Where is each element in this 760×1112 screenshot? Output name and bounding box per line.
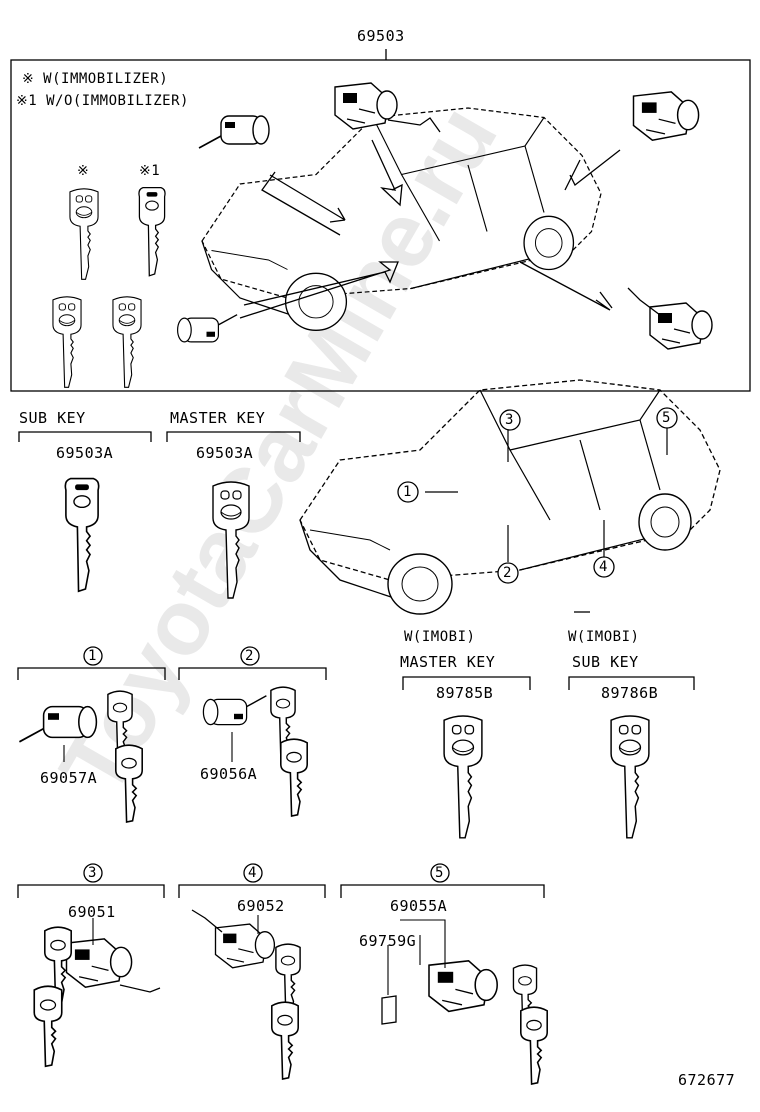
group-circle <box>430 863 450 883</box>
legend-wo-immobilizer: ※1 W/O(IMMOBILIZER) <box>16 93 189 109</box>
overview-frame <box>10 59 751 392</box>
glove-lock-drawing <box>176 314 238 343</box>
callout-circle <box>397 481 419 503</box>
sub-key-label: SUB KEY <box>19 409 86 427</box>
group-3-number: 3 <box>88 865 97 881</box>
key-drawing <box>520 1006 548 1085</box>
door-lock-drawing <box>65 938 133 988</box>
main-part-number: 69503 <box>357 27 405 45</box>
mark-wo: ※1 <box>139 163 161 179</box>
imobi-master-part: 89785B <box>436 684 494 702</box>
legend-w-immobilizer: ※ W(IMMOBILIZER) <box>22 71 169 87</box>
group-1-number: 1 <box>88 648 97 664</box>
callout-circle <box>593 556 615 578</box>
imobi-master-key-drawing <box>443 715 483 839</box>
group-circle <box>240 646 260 666</box>
key-drawing <box>33 985 63 1068</box>
callout-circle <box>656 407 678 429</box>
group-1-part: 69057A <box>40 769 98 787</box>
group-5-number: 5 <box>435 865 444 881</box>
imobi-master-note: W(IMOBI) <box>404 629 476 645</box>
callout-4: 4 <box>599 559 608 575</box>
group-circle <box>243 863 263 883</box>
ignition-cylinder-drawing <box>18 705 98 743</box>
callout-2: 2 <box>503 565 512 581</box>
glove-lock-drawing <box>202 695 268 726</box>
group-4-number: 4 <box>248 865 257 881</box>
callout-5: 5 <box>662 410 671 426</box>
group-2-part: 69056A <box>200 765 258 783</box>
mark-w: ※ <box>77 163 90 179</box>
callout-3: 3 <box>505 412 514 428</box>
group-5-subpart: 69759G <box>359 932 417 950</box>
callout-circle <box>499 409 521 431</box>
key-drawing <box>112 296 142 388</box>
imobi-master-label: MASTER KEY <box>400 653 496 671</box>
sub-key-drawing <box>64 477 100 593</box>
master-key-part: 69503A <box>196 444 254 462</box>
door-lock-drawing <box>334 82 398 130</box>
group-circle <box>83 863 103 883</box>
group-circle <box>83 646 103 666</box>
group-5-part: 69055A <box>390 897 448 915</box>
sub-key-part: 69503A <box>56 444 114 462</box>
door-lock-rh-drawing <box>649 302 713 350</box>
master-key-drawing <box>212 481 250 599</box>
callout-1: 1 <box>403 484 412 500</box>
key-drawing <box>52 296 82 388</box>
diagram-id: 672677 <box>678 1071 736 1089</box>
luggage-lock-drawing <box>632 91 700 141</box>
master-key-label: MASTER KEY <box>170 409 266 427</box>
luggage-lock-drawing <box>428 960 498 1013</box>
key-drawing <box>280 738 308 817</box>
group-4-part: 69052 <box>237 897 285 915</box>
imobi-sub-note: W(IMOBI) <box>568 629 640 645</box>
imobi-sub-key-drawing <box>610 715 650 839</box>
key-wo-immobilizer <box>138 186 166 277</box>
imobi-sub-label: SUB KEY <box>572 653 639 671</box>
ignition-cylinder-drawing <box>198 115 270 149</box>
callout-circle <box>497 562 519 584</box>
key-drawing <box>115 744 143 823</box>
group-3-part: 69051 <box>68 903 116 921</box>
group-2-number: 2 <box>245 648 254 664</box>
door-lock-rh-drawing <box>214 923 276 969</box>
imobi-sub-part: 89786B <box>601 684 659 702</box>
key-w-immobilizer <box>69 188 99 280</box>
key-drawing <box>271 1001 299 1080</box>
